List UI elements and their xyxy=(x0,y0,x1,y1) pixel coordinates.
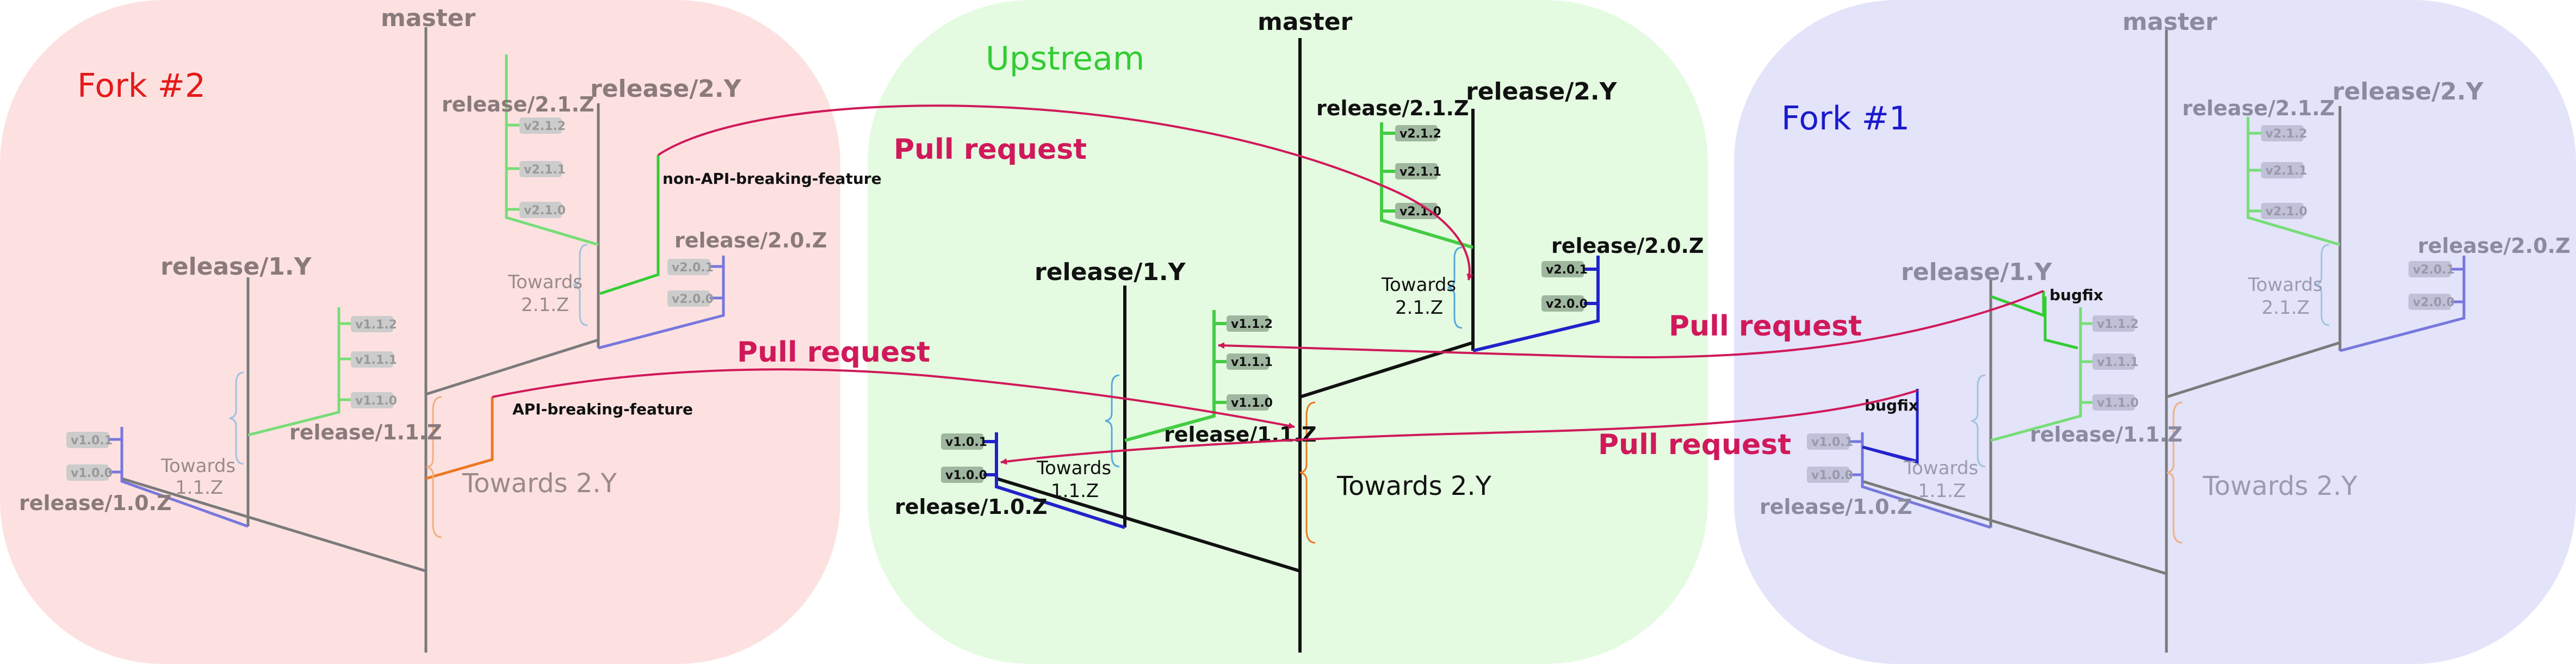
upstream-towards-11z-line1: Towards xyxy=(1036,457,1111,479)
fork2-tag-v110: v1.1.0 xyxy=(355,394,397,408)
fork2-release-21z-label: release/2.1.Z xyxy=(442,92,595,116)
upstream-tag-v210: v2.1.0 xyxy=(1400,205,1441,219)
upstream-tags: v2.1.2 v2.1.1 v2.1.0 v2.0.1 v2.0.0 v1.1.… xyxy=(941,125,1588,483)
pr-arrow-bugfix-to-11z xyxy=(1218,290,2044,359)
fork1-diagram: Fork #1 master release/2.Y release/2.1.Z… xyxy=(1760,8,2571,653)
fork2-towards-11z-line2: 1.1.Z xyxy=(175,477,223,499)
fork2-release-20z-label: release/2.0.Z xyxy=(674,228,827,252)
fork2-tag-v111: v1.1.1 xyxy=(355,353,397,367)
fork1-tag-v201: v2.0.1 xyxy=(2413,263,2455,277)
pr-arrow-feature-to-21z xyxy=(657,104,1473,281)
upstream-tag-v112: v1.1.2 xyxy=(1231,318,1273,331)
fork2-towards-2y: Towards 2.Y xyxy=(462,468,617,499)
upstream-release-20z-label: release/2.0.Z xyxy=(1551,234,1704,258)
fork1-release-11z-label: release/1.1.Z xyxy=(2030,423,2183,446)
fork2-tag-v200: v2.0.0 xyxy=(672,293,714,306)
fork1-bugfix-top-label: bugfix xyxy=(2049,286,2103,304)
pull-request-label-4: Pull request xyxy=(1598,429,1791,461)
fork1-towards-11z-line2: 1.1.Z xyxy=(1918,480,1966,502)
upstream-towards-11z-line2: 1.1.Z xyxy=(1051,480,1099,502)
fork1-tags: v2.1.2 v2.1.1 v2.1.0 v2.0.1 v2.0.0 v1.1.… xyxy=(1807,125,2455,483)
upstream-tag-v101: v1.0.1 xyxy=(945,436,987,449)
fork1-tag-v110: v1.1.0 xyxy=(2097,396,2139,410)
fork1-tag-v111: v1.1.1 xyxy=(2097,356,2139,369)
pull-request-label-1: Pull request xyxy=(894,133,1087,166)
fork2-release-1y-label: release/1.Y xyxy=(160,253,312,281)
fork1-release-1y-label: release/1.Y xyxy=(1901,258,2053,286)
upstream-towards-21z-line2: 2.1.Z xyxy=(1395,297,1443,319)
upstream-tag-v212: v2.1.2 xyxy=(1400,127,1441,141)
upstream-release-21z-label: release/2.1.Z xyxy=(1316,96,1469,120)
fork1-release-20z-label: release/2.0.Z xyxy=(2418,234,2571,258)
upstream-panel xyxy=(868,0,1708,664)
fork2-release-10z-label: release/1.0.Z xyxy=(19,491,172,515)
pr-arrow-bugfix-to-10z xyxy=(1000,389,1918,465)
upstream-tag-v100: v1.0.0 xyxy=(945,469,987,482)
fork1-release-2y-label: release/2.Y xyxy=(2332,78,2484,106)
upstream-release-1y-label: release/1.Y xyxy=(1035,258,1186,286)
fork1-tag-v212: v2.1.2 xyxy=(2265,127,2307,141)
fork2-tags: v2.1.2 v2.1.1 v2.1.0 v2.0.1 v2.0.0 v1.1.… xyxy=(66,117,714,481)
fork1-master-label: master xyxy=(2122,8,2218,36)
fork2-api-breaking-feature-label: API-breaking-feature xyxy=(512,400,693,418)
fork2-release-2y-label: release/2.Y xyxy=(590,75,742,103)
upstream-tag-v111: v1.1.1 xyxy=(1231,356,1273,369)
pull-request-arrows xyxy=(492,104,2044,465)
fork1-release-21z-label: release/2.1.Z xyxy=(2182,96,2335,120)
fork2-title: Fork #2 xyxy=(77,67,206,105)
fork1-bugfix-bottom-label: bugfix xyxy=(1865,396,1918,414)
upstream-release-10z-label: release/1.0.Z xyxy=(895,495,1048,519)
fork1-towards-2y: Towards 2.Y xyxy=(2202,471,2358,501)
upstream-master-label: master xyxy=(1258,8,1353,36)
upstream-tag-v110: v1.1.0 xyxy=(1231,396,1273,410)
fork1-tag-v210: v2.1.0 xyxy=(2265,205,2307,219)
fork1-tag-v101: v1.0.1 xyxy=(1811,436,1853,449)
fork2-panel xyxy=(0,0,840,664)
fork1-tag-v100: v1.0.0 xyxy=(1811,469,1853,482)
fork2-towards-21z-line1: Towards xyxy=(507,271,583,293)
fork1-title: Fork #1 xyxy=(1781,100,1910,138)
fork1-panel xyxy=(1734,0,2576,664)
upstream-tag-v201: v2.0.1 xyxy=(1546,263,1588,277)
fork1-towards-21z-line1: Towards xyxy=(2247,274,2323,296)
upstream-title: Upstream xyxy=(986,40,1144,78)
fork2-tag-v210: v2.1.0 xyxy=(524,204,566,218)
fork1-release-10z-label: release/1.0.Z xyxy=(1760,495,1912,519)
fork2-tag-v112: v1.1.2 xyxy=(355,318,397,332)
pr-arrow-api-to-master xyxy=(492,368,1295,429)
fork2-tag-v201: v2.0.1 xyxy=(672,261,714,275)
upstream-towards-21z-line1: Towards xyxy=(1381,274,1456,296)
upstream-tag-v211: v2.1.1 xyxy=(1400,165,1441,179)
fork2-diagram: Fork #2 master release/2.Y release/2.1.Z… xyxy=(19,4,882,653)
pull-request-label-2: Pull request xyxy=(737,336,930,369)
fork1-tag-v211: v2.1.1 xyxy=(2265,164,2307,178)
upstream-diagram: Upstream master release/2.Y release/2.1.… xyxy=(895,8,1704,653)
pull-request-label-3: Pull request xyxy=(1669,310,1862,343)
fork2-towards-21z-line2: 2.1.Z xyxy=(521,294,569,316)
fork2-towards-11z-line1: Towards xyxy=(160,455,236,477)
fork1-towards-21z-line2: 2.1.Z xyxy=(2262,297,2309,319)
upstream-release-2y-label: release/2.Y xyxy=(1466,78,1618,106)
fork2-non-api-breaking-feature-label: non-API-breaking-feature xyxy=(662,170,882,188)
fork1-towards-11z-line1: Towards xyxy=(1903,457,1978,479)
fork2-release-11z-label: release/1.1.Z xyxy=(289,420,442,444)
fork2-tag-v211: v2.1.1 xyxy=(524,163,566,177)
fork2-tag-v100: v1.0.0 xyxy=(71,467,113,480)
upstream-tag-v200: v2.0.0 xyxy=(1546,297,1588,311)
fork2-tag-v101: v1.0.1 xyxy=(71,434,113,448)
upstream-towards-2y: Towards 2.Y xyxy=(1336,471,1492,501)
fork2-master-label: master xyxy=(381,4,476,32)
fork1-tag-v112: v1.1.2 xyxy=(2097,318,2139,331)
fork2-tag-v212: v2.1.2 xyxy=(524,120,566,133)
fork1-tag-v200: v2.0.0 xyxy=(2413,296,2455,309)
